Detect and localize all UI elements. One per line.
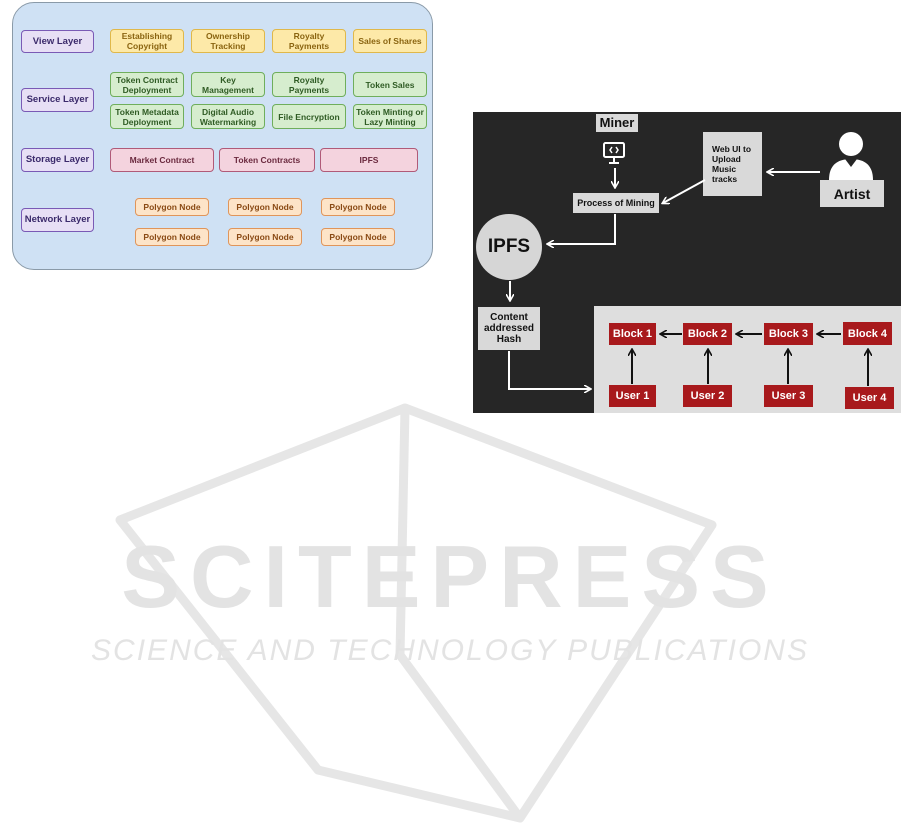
view-item: Sales of Shares bbox=[353, 29, 427, 53]
storage-item: Market Contract bbox=[110, 148, 214, 172]
service-item: Royalty Payments bbox=[272, 72, 346, 97]
view-item: Royalty Payments bbox=[272, 29, 346, 53]
service-item: Digital Audio Watermarking bbox=[191, 104, 265, 129]
process-of-mining-box: Process of Mining bbox=[573, 193, 659, 213]
watermark-book-spine bbox=[395, 407, 524, 821]
view-layer-label: View Layer bbox=[21, 30, 94, 53]
computer-icon bbox=[603, 142, 625, 164]
service-layer-label: Service Layer bbox=[21, 88, 94, 112]
polygon-node: Polygon Node bbox=[228, 228, 302, 246]
polygon-node: Polygon Node bbox=[321, 228, 395, 246]
service-item: Token Contract Deployment bbox=[110, 72, 184, 97]
service-item: File Encryption bbox=[272, 104, 346, 129]
arrow-process-to-ipfs bbox=[548, 214, 616, 244]
polygon-node: Polygon Node bbox=[321, 198, 395, 216]
view-item: Establishing Copyright bbox=[110, 29, 184, 53]
view-item: Ownership Tracking bbox=[191, 29, 265, 53]
block-1: Block 1 bbox=[609, 323, 656, 345]
miner-label: Miner bbox=[596, 114, 638, 132]
user-4: User 4 bbox=[845, 387, 894, 409]
web-ui-upload-box: Web UI to Upload Music tracks bbox=[703, 132, 762, 196]
artist-person-icon bbox=[829, 132, 873, 180]
storage-item: Token Contracts bbox=[219, 148, 315, 172]
service-item: Key Management bbox=[191, 72, 265, 97]
network-layer-label: Network Layer bbox=[21, 208, 94, 232]
storage-layer-label: Storage Layer bbox=[21, 148, 94, 172]
watermark-title: SCITEPRESS bbox=[121, 527, 778, 626]
service-item: Token Metadata Deployment bbox=[110, 104, 184, 129]
ipfs-node: IPFS bbox=[476, 214, 542, 280]
content-hash-box: Content addressed Hash bbox=[478, 307, 540, 350]
watermark-subtitle: SCIENCE AND TECHNOLOGY PUBLICATIONS bbox=[91, 634, 809, 667]
user-2: User 2 bbox=[683, 385, 732, 407]
polygon-node: Polygon Node bbox=[228, 198, 302, 216]
arrow-hash-to-chain bbox=[508, 351, 590, 389]
watermark-book-outline bbox=[115, 403, 717, 823]
storage-item: IPFS bbox=[320, 148, 418, 172]
arrow-webui-to-process bbox=[663, 179, 706, 203]
user-1: User 1 bbox=[609, 385, 656, 407]
block-4: Block 4 bbox=[843, 322, 892, 345]
artist-box: Artist bbox=[820, 180, 884, 207]
block-3: Block 3 bbox=[764, 323, 813, 345]
polygon-node: Polygon Node bbox=[135, 228, 209, 246]
service-item: Token Minting or Lazy Minting bbox=[353, 104, 427, 129]
user-3: User 3 bbox=[764, 385, 813, 407]
block-2: Block 2 bbox=[683, 323, 732, 345]
polygon-node: Polygon Node bbox=[135, 198, 209, 216]
service-item: Token Sales bbox=[353, 72, 427, 97]
